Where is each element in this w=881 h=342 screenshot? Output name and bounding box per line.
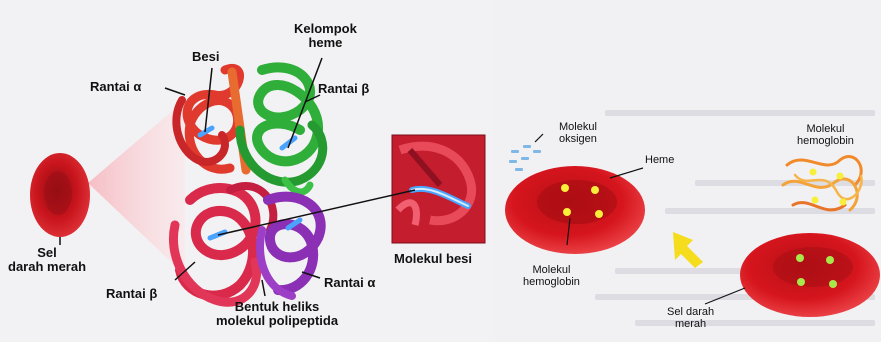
- red-blood-cell: [30, 153, 90, 237]
- label-besi: Besi: [192, 50, 219, 64]
- label-heme: Heme: [645, 154, 674, 166]
- label-molekul-hemoglobin-left: Molekul hemoglobin: [523, 264, 580, 288]
- red-blood-cell-left: [505, 166, 645, 254]
- label-molekul-hemoglobin-right: Molekul hemoglobin: [797, 123, 854, 147]
- label-sel-darah-merah: Sel darah merah: [8, 246, 86, 274]
- label-molekul-oksigen: Molekul oksigen: [559, 121, 597, 145]
- oxygen-binding-illustration: [495, 0, 881, 342]
- label-rantai-alpha-top: Rantai α: [90, 80, 141, 94]
- label-rantai-beta-top: Rantai β: [318, 82, 369, 96]
- oxygen-binding-panel: Molekul oksigen Heme Molekul hemoglobin …: [495, 0, 881, 342]
- label-bentuk-heliks: Bentuk heliks molekul polipeptida: [216, 300, 338, 328]
- label-kelompok-heme: Kelompok heme: [294, 22, 357, 50]
- alpha-chain-top: [176, 68, 246, 170]
- label-molekul-besi: Molekul besi: [394, 252, 472, 266]
- label-rantai-beta-bottom: Rantai β: [106, 287, 157, 301]
- hemoglobin-structure-panel: Besi Kelompok heme Rantai α Rantai β Sel…: [0, 0, 495, 342]
- transition-arrow: [673, 232, 703, 268]
- iron-molecule-inset: [392, 135, 485, 243]
- oxygen-molecules: [509, 145, 541, 171]
- hemoglobin-structure-illustration: [0, 0, 495, 342]
- label-sel-darah-merah-right: Sel darah merah: [667, 306, 714, 330]
- beta-chain-top: [240, 67, 323, 192]
- red-blood-cell-right: [740, 233, 880, 317]
- label-rantai-alpha-bottom: Rantai α: [324, 276, 375, 290]
